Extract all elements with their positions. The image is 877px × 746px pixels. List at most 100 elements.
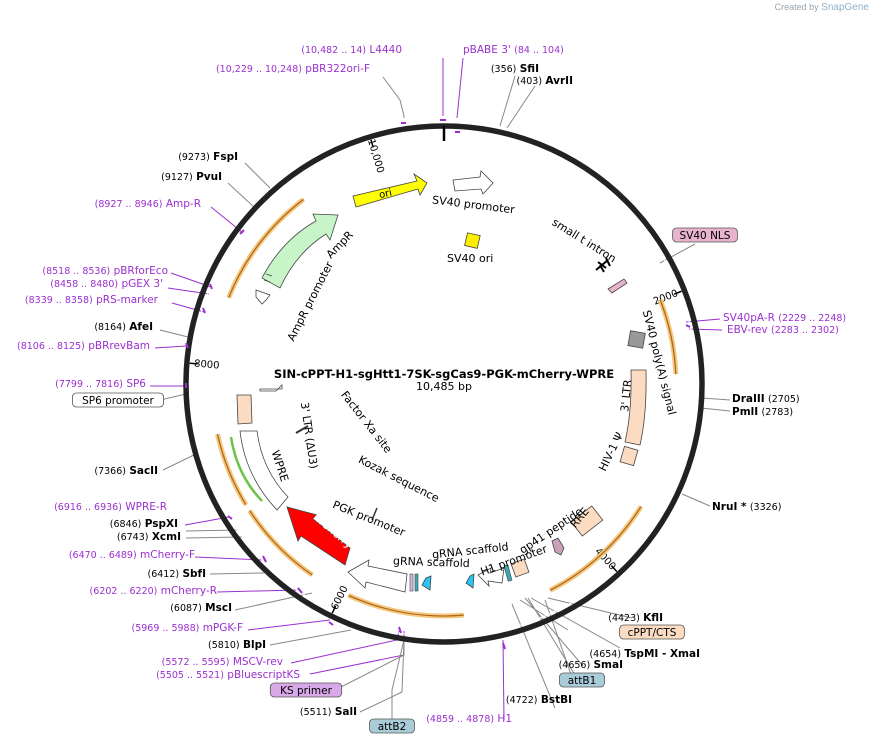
enzyme-site-tspmi-xmai[interactable]: (4654) TspMI - XmaI (589, 648, 700, 660)
three-ltr-feature[interactable] (624, 369, 647, 446)
site-name: MscI (205, 602, 232, 614)
site-name: WPRE-R (125, 501, 167, 513)
grna-scaffold-right-feature[interactable] (465, 573, 475, 589)
attb2-feature[interactable] (414, 573, 419, 592)
enzyme-site-xcmi[interactable]: (6743) XcmI (117, 531, 181, 543)
primer-site-pbrrevbam[interactable]: (8106 .. 8125) pBRrevBam (17, 340, 150, 352)
orf-arc-line (549, 506, 642, 591)
enzyme-site-draiii[interactable]: DraIII (2705) (732, 393, 800, 405)
feature-box-attb1[interactable] (559, 672, 605, 688)
feature-box-cppt-cts[interactable] (619, 624, 685, 640)
sp6-promoter-feature[interactable] (259, 384, 283, 392)
enzyme-site-afei[interactable]: (8164) AfeI (94, 321, 153, 333)
primer-site-pbluescriptks[interactable]: (5505 .. 5521) pBluescriptKS (156, 669, 300, 681)
ruler-tick (673, 290, 682, 295)
sv40-promoter-feature[interactable] (452, 170, 494, 195)
primer-site-h1[interactable]: (4859 .. 4878) H1 (426, 713, 512, 725)
site-name: AvrII (545, 75, 573, 87)
primer-site-ebv-rev[interactable]: EBV-rev (2283 .. 2302) (727, 324, 839, 336)
primer-site-pgex-3[interactable]: (8458 .. 8480) pGEX 3' (50, 278, 163, 290)
enzyme-site-sfii[interactable]: (356) SfiI (491, 63, 539, 75)
site-name: PvuI (196, 171, 222, 183)
site-name: SalI (335, 706, 357, 718)
sv40-ori-feature[interactable] (464, 232, 481, 249)
rre-feature[interactable] (570, 505, 604, 537)
site-name: XcmI (152, 531, 181, 543)
primer-site-mscv-rev[interactable]: (5572 .. 5595) MSCV-rev (162, 656, 283, 668)
label-factor-xa: Factor Xa site (338, 389, 394, 456)
enzyme-site-pspxi[interactable]: (6846) PspXI (110, 518, 178, 530)
kozak-feature[interactable] (371, 507, 378, 521)
grna-scaffold-left-feature[interactable] (421, 575, 432, 591)
ruler-label: 6000 (330, 584, 351, 612)
site-position: (8518 .. 8536) (42, 266, 110, 277)
site-position: (2705) (768, 394, 800, 405)
feature-box-ks-primer[interactable] (269, 682, 343, 698)
enzyme-site-smai[interactable]: (4656) SmaI (559, 659, 623, 671)
enzyme-site-nrui[interactable]: NruI * (3326) (712, 501, 781, 513)
enzyme-site-blpi[interactable]: (5810) BlpI (208, 639, 266, 651)
enzyme-site-sali[interactable]: (5511) SalI (300, 706, 357, 718)
primer-site-pbr322ori-f[interactable]: (10,229 .. 10,248) pBR322ori-F (216, 63, 370, 75)
enzyme-site-bstbi[interactable]: (4722) BstBI (506, 694, 572, 706)
label-kozak: Kozak sequence (356, 453, 441, 505)
primer-site-mcherry-r[interactable]: (6202 .. 6220) mCherry-R (90, 585, 217, 597)
ori-feature[interactable] (352, 172, 428, 208)
ltr-du3-feature[interactable] (236, 394, 253, 425)
mcherry-feature[interactable] (286, 506, 351, 566)
site-name: SV40pA-R (723, 312, 775, 324)
primer-site-mcherry-f[interactable]: (6470 .. 6489) mCherry-F (69, 549, 195, 561)
h1-promoter-feature[interactable] (477, 567, 505, 588)
site-name: MSCV-rev (233, 656, 283, 668)
site-position: (4859 .. 4878) (426, 714, 494, 725)
enzyme-site-sbfi[interactable]: (6412) SbfI (148, 568, 207, 580)
site-position: (8106 .. 8125) (17, 341, 85, 352)
wpre-feature[interactable] (239, 430, 289, 511)
site-position: (8927 .. 8946) (95, 199, 163, 210)
primer-site-sp6[interactable]: (7799 .. 7816) SP6 (55, 378, 146, 390)
feature-box-sp6-promoter[interactable] (72, 392, 164, 408)
primer-site-pbrforeco[interactable]: (8518 .. 8536) pBRforEco (42, 265, 168, 277)
site-position: (5511) (300, 707, 332, 718)
gp41-peptide-feature[interactable] (551, 537, 565, 556)
primer-site-amp-r[interactable]: (8927 .. 8946) Amp-R (95, 198, 201, 210)
site-position: (7799 .. 7816) (55, 379, 123, 390)
site-name: SfiI (520, 63, 539, 75)
sv40-polya-feature[interactable] (627, 330, 646, 349)
enzyme-site-fspi[interactable]: (9273) FspI (178, 151, 238, 163)
enzyme-site-sacii[interactable]: (7366) SacII (94, 465, 158, 477)
site-name: BstBI (541, 694, 572, 706)
cppt-feature[interactable] (510, 558, 530, 578)
enzyme-site-pmli[interactable]: PmlI (2783) (732, 406, 793, 418)
site-position: (8339 .. 8358) (25, 295, 93, 306)
ruler-tick (370, 139, 374, 148)
primer-site-l4440[interactable]: (10,482 .. 14) L4440 (301, 44, 402, 56)
enzyme-site-avrii[interactable]: (403) AvrII (517, 75, 573, 87)
primer-site-wpre-r[interactable]: (6916 .. 6936) WPRE-R (54, 501, 167, 513)
site-name: pBluescriptKS (227, 669, 300, 681)
feature-box-sv40-nls[interactable] (672, 227, 738, 243)
factor-xa-feature[interactable] (295, 425, 309, 434)
primer-site-prs-marker[interactable]: (8339 .. 8358) pRS-marker (25, 294, 159, 306)
small-t-intron-feature[interactable] (595, 257, 611, 273)
site-position: (7366) (94, 466, 126, 477)
primer-site-pbabe-3[interactable]: pBABE 3' (84 .. 104) (463, 44, 564, 56)
enzyme-site-kfli[interactable]: (4423) KflI (608, 612, 663, 624)
site-position: (403) (517, 76, 543, 87)
primer-site-sv40pa-r[interactable]: SV40pA-R (2229 .. 2248) (723, 312, 846, 324)
feature-box-attb2[interactable] (369, 718, 415, 734)
primer-site-mpgk-f[interactable]: (5969 .. 5988) mPGK-F (131, 622, 243, 634)
label-sv40-promoter: SV40 promoter (431, 193, 515, 216)
pgk-promoter-feature[interactable] (347, 559, 408, 593)
credit-prefix: Created by (774, 2, 819, 12)
hiv-psi-feature[interactable] (619, 445, 639, 467)
enzyme-site-msci[interactable]: (6087) MscI (170, 602, 232, 614)
ampr-promoter-feature[interactable] (255, 289, 271, 305)
sv40-nls-feature[interactable] (607, 278, 628, 294)
enzyme-site-pvui[interactable]: (9127) PvuI (161, 171, 222, 183)
site-name: EBV-rev (727, 324, 768, 336)
attb1-feature[interactable] (503, 564, 513, 582)
ampr-feature[interactable] (261, 213, 339, 289)
site-position: (6412) (148, 569, 180, 580)
